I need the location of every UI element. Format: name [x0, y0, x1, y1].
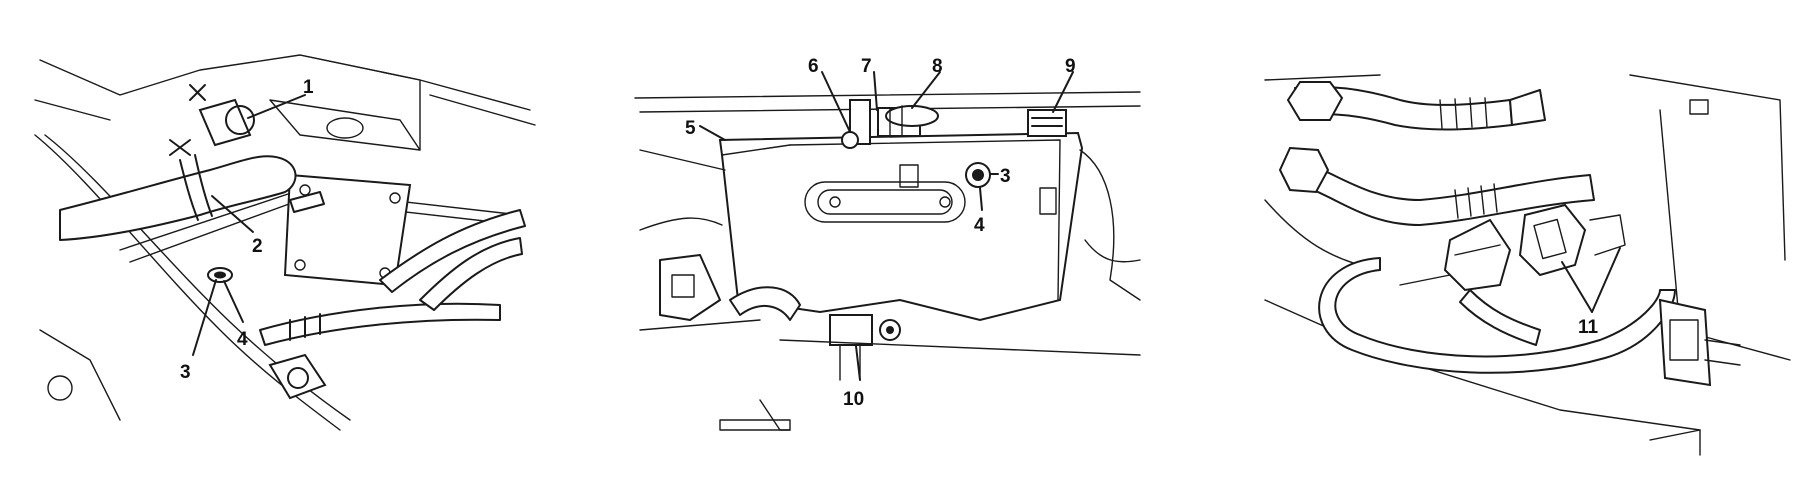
callout-9: 9 [1065, 56, 1076, 77]
callout-5: 5 [685, 118, 696, 139]
callout-7: 7 [861, 56, 872, 77]
panel-right-callouts: 11 [1578, 317, 1599, 338]
callout-4-center: 4 [974, 215, 985, 236]
callout-4: 4 [237, 329, 248, 350]
callout-3: 3 [180, 362, 191, 383]
callout-11: 11 [1578, 317, 1599, 338]
panel-left-callouts: 1 2 3 4 [180, 77, 314, 383]
panel-right-drawing [1264, 74, 1791, 456]
panel-center-drawing [634, 91, 1141, 431]
callout-2: 2 [252, 236, 263, 257]
panel-left-drawing [34, 54, 536, 431]
callout-1: 1 [303, 77, 314, 98]
callout-3-center: 3 [1000, 166, 1011, 187]
callout-10: 10 [843, 389, 864, 410]
panel-left-leaders [192, 94, 306, 356]
panel-right-leaders [1561, 247, 1621, 313]
panel-center-leaders [699, 71, 1074, 381]
callout-8: 8 [932, 56, 943, 77]
panel-center-callouts: 5 6 7 8 9 3 4 10 [685, 56, 1076, 410]
callout-6: 6 [808, 56, 819, 77]
